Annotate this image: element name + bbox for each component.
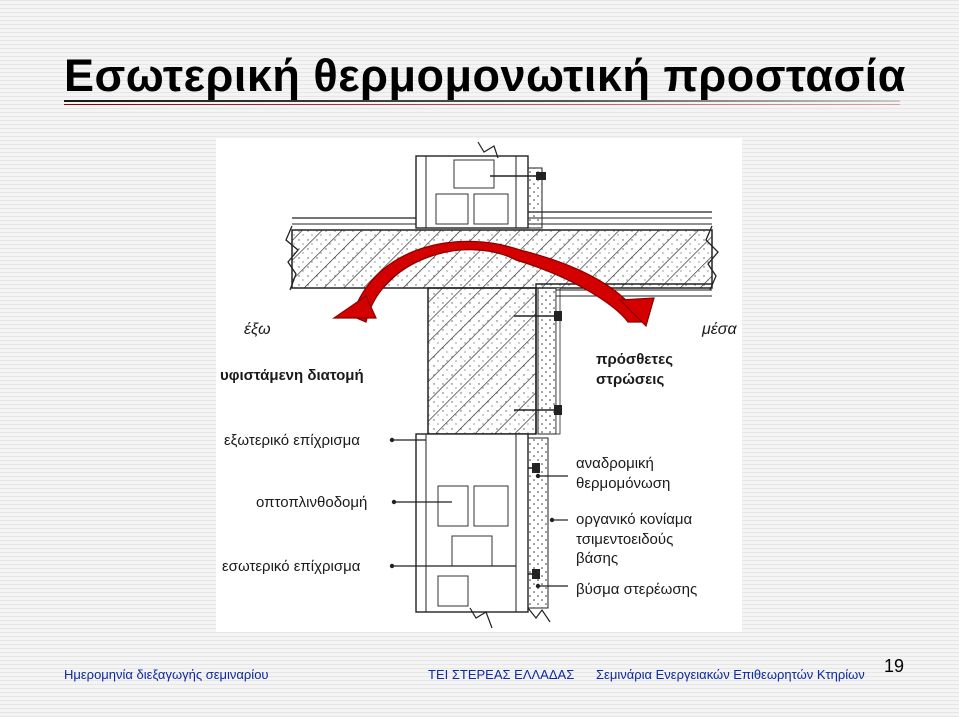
inner-layer-outline xyxy=(535,283,712,434)
label-existing-section: υφιστάμενη διατομή xyxy=(220,367,364,384)
upper-wall xyxy=(415,155,529,229)
label-inside: μέσα xyxy=(702,321,737,338)
label-mortar-1: οργανικό κονίαμα xyxy=(576,511,693,528)
lower-wall-break xyxy=(469,607,493,629)
label-exterior-plaster: εξωτερικό επίχρισμα xyxy=(224,432,360,449)
slide-title: Εσωτερική θερμομονωτική προστασία xyxy=(64,50,906,101)
label-anchor: βύσμα στερέωσης xyxy=(576,581,698,598)
title-underline-accent xyxy=(64,104,900,105)
upper-wall-break xyxy=(477,141,499,159)
title-underline xyxy=(64,100,900,102)
label-added-layers-1: πρόσθετες xyxy=(596,351,674,368)
label-interior-plaster: εσωτερικό επίχρισμα xyxy=(222,558,361,575)
label-insulation-1: αναδρομική xyxy=(576,455,654,472)
label-mortar-3: βάσης xyxy=(576,550,619,567)
lower-wall xyxy=(415,433,529,613)
footer-seminar: Σεμινάρια Ενεργειακών Επιθεωρητών Κτηρίω… xyxy=(596,667,865,682)
slab-break-right xyxy=(705,225,719,291)
label-brickwork: οπτοπλινθοδομή xyxy=(256,494,368,511)
footer-institution: ΤΕΙ ΣΤΕΡΕΑΣ ΕΛΛΑΔΑΣ xyxy=(428,667,575,682)
label-added-layers-2: στρώσεις xyxy=(596,371,665,388)
label-insulation-2: θερμομόνωση xyxy=(576,475,671,492)
label-outside: έξω xyxy=(244,321,271,338)
construction-detail-figure: έξω μέσα υφιστάμενη διατομή πρόσθετες στ… xyxy=(216,138,742,632)
slab-break-left xyxy=(285,225,299,291)
label-mortar-2: τσιμεντοειδούς xyxy=(576,531,674,548)
page-number: 19 xyxy=(884,656,905,676)
footer-date: Ημερομηνία διεξαγωγής σεμιναρίου xyxy=(64,667,269,682)
section-drawing xyxy=(285,141,719,629)
